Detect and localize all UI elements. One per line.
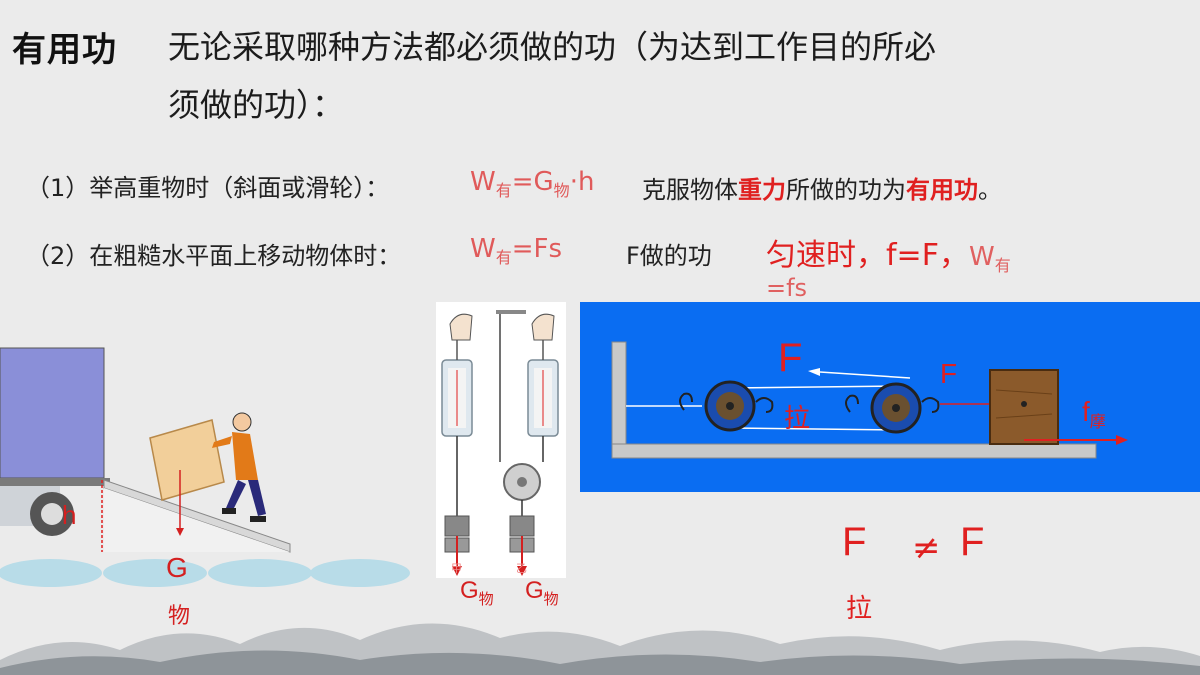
definition-line-1: 无论采取哪种方法都必须做的功（为达到工作目的所必 — [168, 28, 937, 66]
case1-formula: W有=G物·h — [470, 167, 595, 200]
case2-label: （2）在粗糙水平面上移动物体时： — [26, 242, 402, 270]
pulley-left-weight: G物 — [460, 577, 494, 608]
compare-F-pull-sub: 拉 — [846, 594, 873, 624]
ramp-weight-label: G — [166, 552, 188, 583]
pulley-right-tag: 乙 — [516, 562, 527, 575]
case2-formula: W有=Fs — [470, 234, 563, 267]
friction-diagram — [580, 302, 1200, 492]
case1-description: 克服物体重力所做的功为有用功。 — [642, 176, 1002, 204]
compare-neq: ≠ — [912, 528, 941, 568]
definition-line-2: 须做的功）： — [168, 86, 345, 124]
ramp-illustration — [0, 347, 410, 587]
heading-useful-work: 有用功 — [12, 30, 117, 70]
ink-mountain-footer — [0, 623, 1200, 675]
diagram-F-pull-sub: 拉 — [784, 404, 811, 434]
ramp-weight-sub: 物 — [168, 603, 191, 628]
case2-work-note: F做的功 — [626, 242, 712, 270]
diagram-friction-label: f摩 — [1082, 396, 1106, 431]
ramp-height-label: h — [62, 500, 77, 530]
uniform-fs: =fs — [766, 274, 808, 302]
case1-label: （1）举高重物时（斜面或滑轮）： — [26, 174, 390, 202]
diagram-F-pull: F — [778, 336, 803, 380]
pulley-right-weight: G物 — [525, 577, 559, 608]
uniform-condition: 匀速时，f=F，W有 — [766, 238, 1011, 275]
pulley-left-tag: 甲 — [451, 562, 462, 575]
compare-F-pull: F — [842, 520, 867, 564]
compare-F: F — [960, 520, 985, 564]
diagram-F-right: F — [940, 358, 958, 389]
pulley-illustration — [436, 302, 566, 578]
